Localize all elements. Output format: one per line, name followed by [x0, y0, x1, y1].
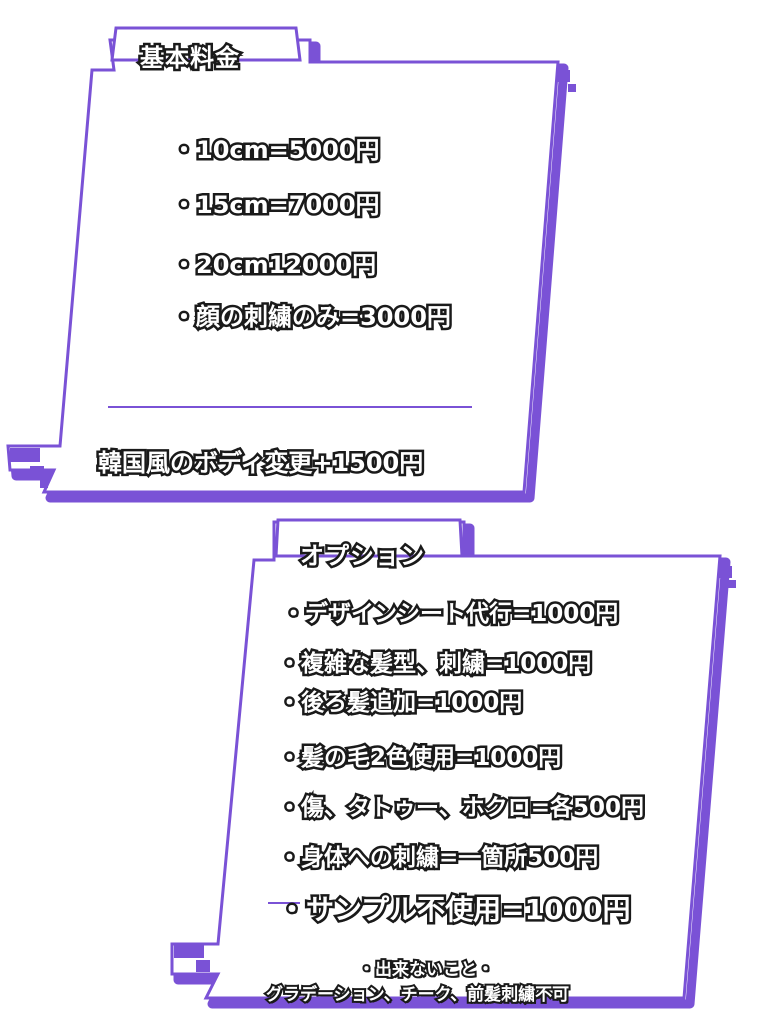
option-item-no-sample: ・サンプル不使用=1000円 [276, 891, 634, 929]
basic-card-frame [6, 26, 576, 503]
not-possible-text: グラデーション、チーク、前髪刺繍不可 [264, 983, 571, 1007]
not-possible-heading: ・出来ないこと・ [356, 958, 496, 982]
basic-title: 基本料金 [138, 42, 242, 75]
option-item-design-sheet: ・デザインシート代行=1000円 [279, 599, 620, 630]
basic-extra-korean-body: 韓国風のボディ変更+1500円 [95, 447, 425, 480]
option-item-scar-tattoo-mole: ・傷、タトゥー、ホクロ=各500円 [275, 793, 646, 824]
basic-item-20cm: ・20cm12000円 [169, 249, 378, 282]
options-title: オプション [298, 540, 427, 573]
options-card-frame [170, 518, 736, 1009]
option-item-complex-hair: ・複雑な髪型、刺繍=1000円 [275, 649, 593, 680]
basic-item-15cm: ・15cm=7000円 [170, 189, 383, 222]
option-item-back-hair: ・後ろ髪追加=1000円 [275, 688, 524, 719]
basic-item-face-embroidery: ・顔の刺繍のみ=3000円 [170, 301, 454, 334]
option-item-body-embroidery: ・身体への刺繍=一箇所500円 [275, 843, 600, 874]
basic-item-10cm: ・10cm=5000円 [170, 134, 383, 167]
option-item-two-color-hair: ・髪の毛2色使用=1000円 [275, 743, 563, 774]
